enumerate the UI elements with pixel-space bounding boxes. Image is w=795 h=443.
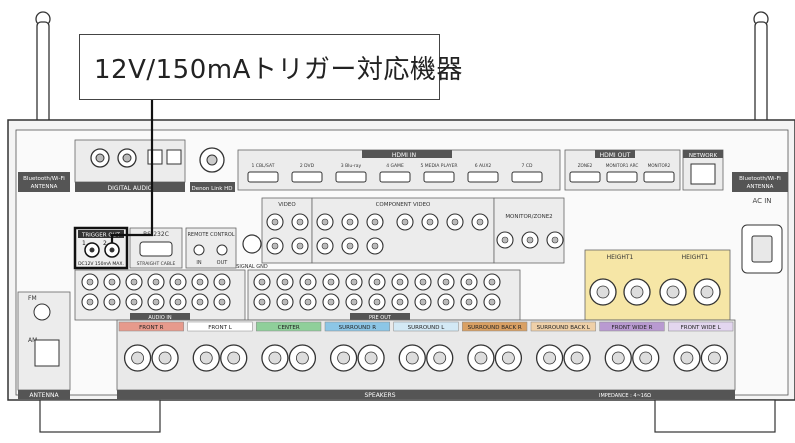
signal-gnd-post — [242, 234, 262, 254]
height1-r-label: HEIGHT1 — [607, 254, 634, 261]
audio-in-label: AUDIO IN — [148, 315, 171, 321]
hdmi-out-port: MONITOR1 ARC — [606, 163, 639, 183]
monitor-zone2-label: MONITOR/ZONE2 — [505, 214, 552, 220]
hdmi-out-ports: ZONE2 MONITOR1 ARC MONITOR2 — [569, 163, 675, 183]
hdmi-in-port: 2 DVD — [291, 163, 323, 183]
network-label: NETWORK — [689, 153, 718, 159]
svg-text:ANTENNA: ANTENNA — [31, 184, 58, 190]
svg-text:Bluetooth/Wi-Fi: Bluetooth/Wi-Fi — [23, 176, 65, 182]
ant-right-label-bg — [732, 172, 788, 192]
speaker-group: SURROUND BACK R — [462, 321, 528, 372]
rs232c-label: RS-232C — [143, 231, 169, 238]
hdmi-in-port: 5 MEDIA PLAYER — [420, 163, 458, 183]
svg-text:ANTENNA: ANTENNA — [747, 184, 774, 190]
hdmi-in-port: 1 CBL/SAT — [247, 163, 279, 183]
speaker-group: FRONT WIDE R — [599, 321, 665, 372]
hdmi-out-port-label: MONITOR2 — [648, 163, 671, 168]
impedance-label: IMPEDANCE : 4~16Ω — [599, 393, 651, 399]
hdmi-out-label: HDMI OUT — [600, 152, 631, 159]
hdmi-out-port: MONITOR2 — [643, 163, 675, 183]
svg-text:Bluetooth/Wi-Fi: Bluetooth/Wi-Fi — [739, 176, 781, 182]
fm-label: FM — [28, 295, 37, 302]
denon-link-label: Denon Link HD — [191, 186, 232, 192]
signal-gnd-label: SIGNAL GND — [236, 264, 268, 270]
hdmi-in-port-label: 1 CBL/SAT — [252, 163, 275, 169]
hdmi-out-port-label: MONITOR1 ARC — [606, 163, 639, 168]
speakers-block — [116, 319, 736, 391]
hdmi-out-port-label: ZONE2 — [578, 163, 593, 168]
hdmi-in-port-label: 5 MEDIA PLAYER — [420, 163, 457, 169]
remote-in-label: IN — [196, 260, 201, 266]
speaker-group: SURROUND L — [393, 321, 459, 372]
speaker-group: FRONT WIDE L — [668, 321, 734, 372]
straight-cable-label: STRAIGHT CABLE — [137, 261, 176, 267]
speaker-group-label: SURROUND R — [339, 325, 377, 331]
hdmi-out-port: ZONE2 — [569, 163, 601, 183]
hdmi-in-port: 7 CD — [511, 163, 543, 183]
remote-control-label: REMOTE CONTROL — [187, 232, 234, 238]
hdmi-in-port-label: 2 DVD — [300, 163, 315, 169]
antenna-label: ANTENNA — [29, 392, 59, 399]
video-jacks — [266, 213, 564, 255]
speaker-group: SURROUND R — [324, 321, 390, 372]
video-label: VIDEO — [278, 202, 296, 208]
am-label: AM — [28, 337, 37, 344]
foot-right — [654, 399, 776, 433]
speaker-group-label: SURROUND L — [408, 325, 446, 331]
speaker-group: CENTER — [256, 321, 322, 372]
speaker-group: FRONT R — [118, 321, 184, 372]
speaker-group: FRONT L — [187, 321, 253, 372]
speakers-label: SPEAKERS — [364, 392, 395, 399]
trigger-out-label: TRIGGER OUT — [81, 233, 121, 239]
speaker-group-label: FRONT WIDE R — [612, 325, 653, 331]
speaker-group-label: SURROUND BACK L — [537, 325, 591, 331]
hdmi-in-port: 4 GAME — [379, 163, 411, 183]
speaker-group-label: SURROUND BACK R — [468, 325, 522, 331]
trigger-1-label: 1 — [82, 240, 86, 247]
speaker-group-label: FRONT WIDE L — [681, 325, 722, 331]
hdmi-in-port-label: 7 CD — [522, 163, 533, 169]
hdmi-in-port-label: 3 Blu-ray — [341, 163, 362, 169]
trigger-spec-label: DC12V 150mA MAX. — [78, 261, 124, 267]
ant-left-label-bg — [18, 172, 70, 192]
hdmi-in-ports: 1 CBL/SAT 2 DVD 3 Blu-ray 4 GAME 5 MEDIA PLA… — [247, 163, 543, 183]
speaker-group-label: FRONT R — [139, 325, 164, 331]
remote-out-label: OUT — [217, 260, 229, 266]
monitor-zone2-block — [493, 197, 565, 264]
speaker-groups: FRONT R FRONT L CENTER SURROUND R SURROUND L… — [118, 321, 734, 372]
component-video-block — [311, 197, 495, 264]
pre-out-label: PRE OUT — [369, 315, 392, 321]
hdmi-in-port-label: 4 GAME — [386, 163, 404, 169]
callout-text: 12V/150mAトリガー対応機器 — [94, 55, 463, 85]
digital-audio-label: DIGITAL AUDIO — [108, 185, 153, 192]
ac-in-label: AC IN — [752, 197, 771, 205]
speaker-group-label: FRONT L — [208, 325, 233, 331]
component-video-label: COMPONENT VIDEO — [376, 202, 431, 208]
foot-left — [39, 399, 161, 433]
speaker-group: SURROUND BACK L — [530, 321, 596, 372]
hdmi-in-label: HDMI IN — [392, 152, 416, 159]
trigger-device-callout: 12V/150mAトリガー対応機器 — [79, 34, 462, 100]
rca-jacks — [81, 273, 501, 311]
hdmi-in-port: 3 Blu-ray — [335, 163, 367, 183]
hdmi-in-port-label: 6 AUX2 — [475, 163, 492, 169]
speaker-group-label: CENTER — [278, 325, 300, 331]
hdmi-in-port: 6 AUX2 — [467, 163, 499, 183]
height1-l-label: HEIGHT1 — [682, 254, 709, 261]
height-terminals — [589, 278, 721, 306]
trigger-2-label: 2 — [103, 240, 107, 247]
callout-leader-line — [110, 100, 154, 243]
